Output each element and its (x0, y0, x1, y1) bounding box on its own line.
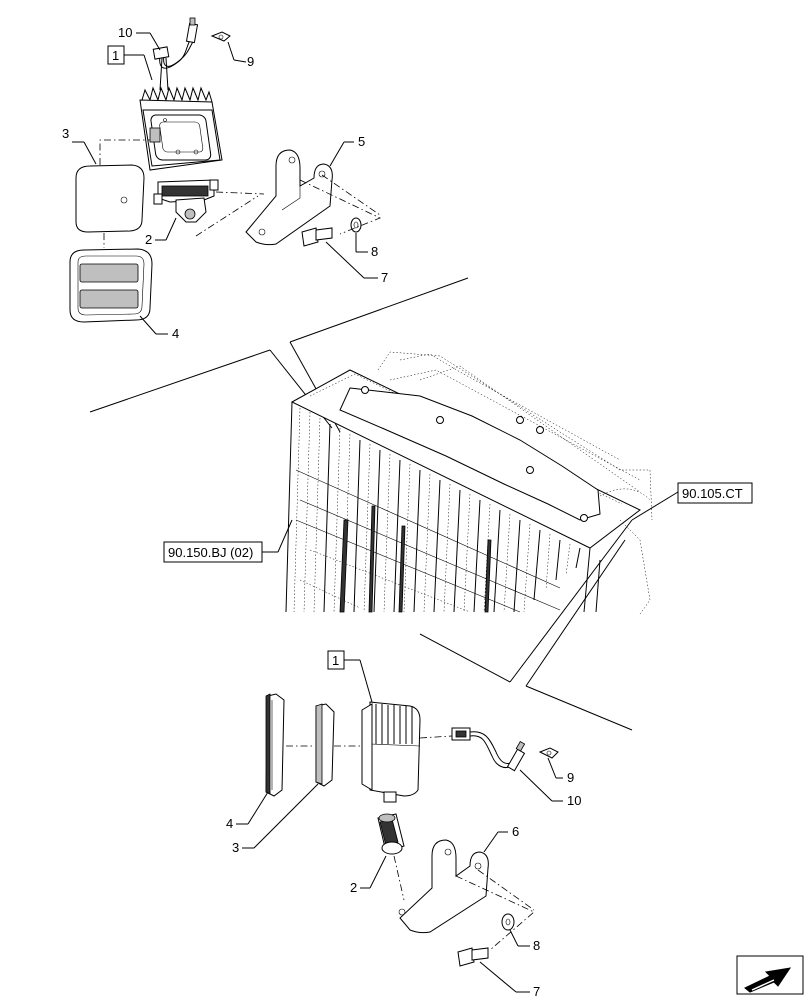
callout-3-bottom: 3 (232, 840, 239, 855)
callout-5: 5 (358, 134, 365, 149)
top-callouts: 10 1 9 3 2 5 8 7 4 (62, 25, 388, 341)
callout-6: 6 (512, 824, 519, 839)
top-assembly (69, 17, 381, 323)
clip-top (210, 31, 231, 42)
bolt-top (301, 227, 333, 247)
bracket-2-bottom (377, 813, 405, 855)
work-light-top (139, 86, 223, 171)
reference-label-right[interactable]: 90.105.CT (682, 486, 743, 501)
callout-8-top: 8 (371, 244, 378, 259)
bracket-6 (398, 839, 489, 934)
callout-3-top: 3 (62, 126, 69, 141)
reference-left[interactable]: 90.150.BJ (02) (163, 541, 263, 563)
arrow-icon[interactable] (736, 955, 804, 995)
bracket-5 (245, 149, 333, 246)
callout-9-top: 9 (247, 54, 254, 69)
callout-1-top: 1 (112, 48, 119, 63)
washer-top (350, 217, 362, 233)
callout-2-top: 2 (145, 232, 152, 247)
bezel-top (69, 248, 153, 323)
bracket-2-top (153, 179, 219, 223)
bottom-assembly (265, 693, 559, 967)
callout-10-top: 10 (118, 25, 132, 40)
lens-bottom (315, 703, 335, 787)
cable-connector-top (152, 17, 199, 91)
work-light-bottom (361, 701, 421, 803)
bolt-bottom (457, 947, 489, 967)
callout-4-bottom: 4 (226, 816, 233, 831)
cable-connector-bottom (451, 727, 526, 772)
callout-10-bottom: 10 (567, 793, 581, 808)
callout-1-bottom: 1 (332, 653, 339, 668)
bottom-callouts: 1 4 3 2 9 10 6 8 7 (226, 650, 581, 999)
washer-bottom (501, 913, 515, 931)
callout-2-bottom: 2 (350, 880, 357, 895)
vehicle-view (89, 277, 679, 731)
callout-7-bottom: 7 (533, 984, 540, 999)
grille (285, 401, 581, 613)
callout-9-bottom: 9 (567, 770, 574, 785)
callout-8-bottom: 8 (533, 938, 540, 953)
lens-top (75, 164, 145, 233)
callout-7-top: 7 (381, 270, 388, 285)
reference-right[interactable]: 90.105.CT (677, 482, 753, 504)
clip-bottom (538, 747, 559, 759)
reference-label-left[interactable]: 90.150.BJ (02) (168, 545, 253, 560)
callout-4-top: 4 (172, 326, 179, 341)
bezel-bottom (265, 693, 285, 797)
